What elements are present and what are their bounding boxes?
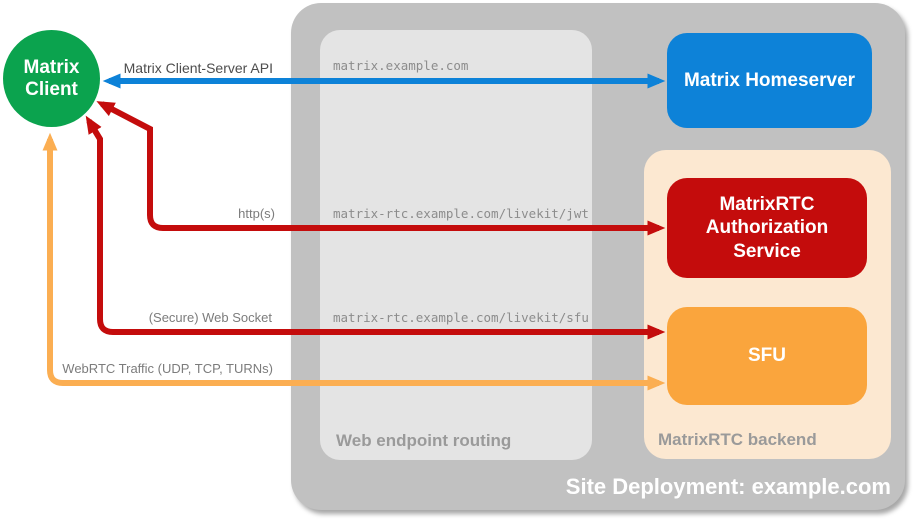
web-endpoint-routing-container: Web endpoint routing: [320, 30, 592, 460]
sfu-node: SFU: [667, 307, 867, 405]
edge-label-https: http(s): [238, 206, 275, 221]
endpoint-livekit-jwt: matrix-rtc.example.com/livekit/jwt: [333, 206, 589, 221]
endpoint-livekit-sfu: matrix-rtc.example.com/livekit/sfu: [333, 310, 589, 325]
matrix-client-label: Matrix Client: [23, 56, 80, 100]
endpoint-matrix-example-com: matrix.example.com: [333, 58, 469, 73]
matrix-homeserver-node: Matrix Homeserver: [667, 33, 872, 128]
matrixrtc-authorization-service-label: MatrixRTC Authorization Service: [705, 194, 829, 262]
web-endpoint-routing-label: Web endpoint routing: [336, 431, 512, 450]
edge-label-websocket: (Secure) Web Socket: [148, 310, 272, 325]
edge-label-webrtc-traffic: WebRTC Traffic (UDP, TCP, TURNs): [62, 361, 273, 376]
matrix-client-node: Matrix Client: [3, 30, 100, 127]
site-deployment-label: Site Deployment: example.com: [565, 474, 891, 499]
matrix-homeserver-label: Matrix Homeserver: [683, 69, 856, 91]
matrixrtc-authorization-service-node: MatrixRTC Authorization Service: [667, 178, 867, 278]
sfu-label: SFU: [748, 345, 786, 367]
matrixrtc-backend-label: MatrixRTC backend: [658, 430, 817, 449]
edge-label-client-server-api: Matrix Client-Server API: [123, 60, 273, 76]
